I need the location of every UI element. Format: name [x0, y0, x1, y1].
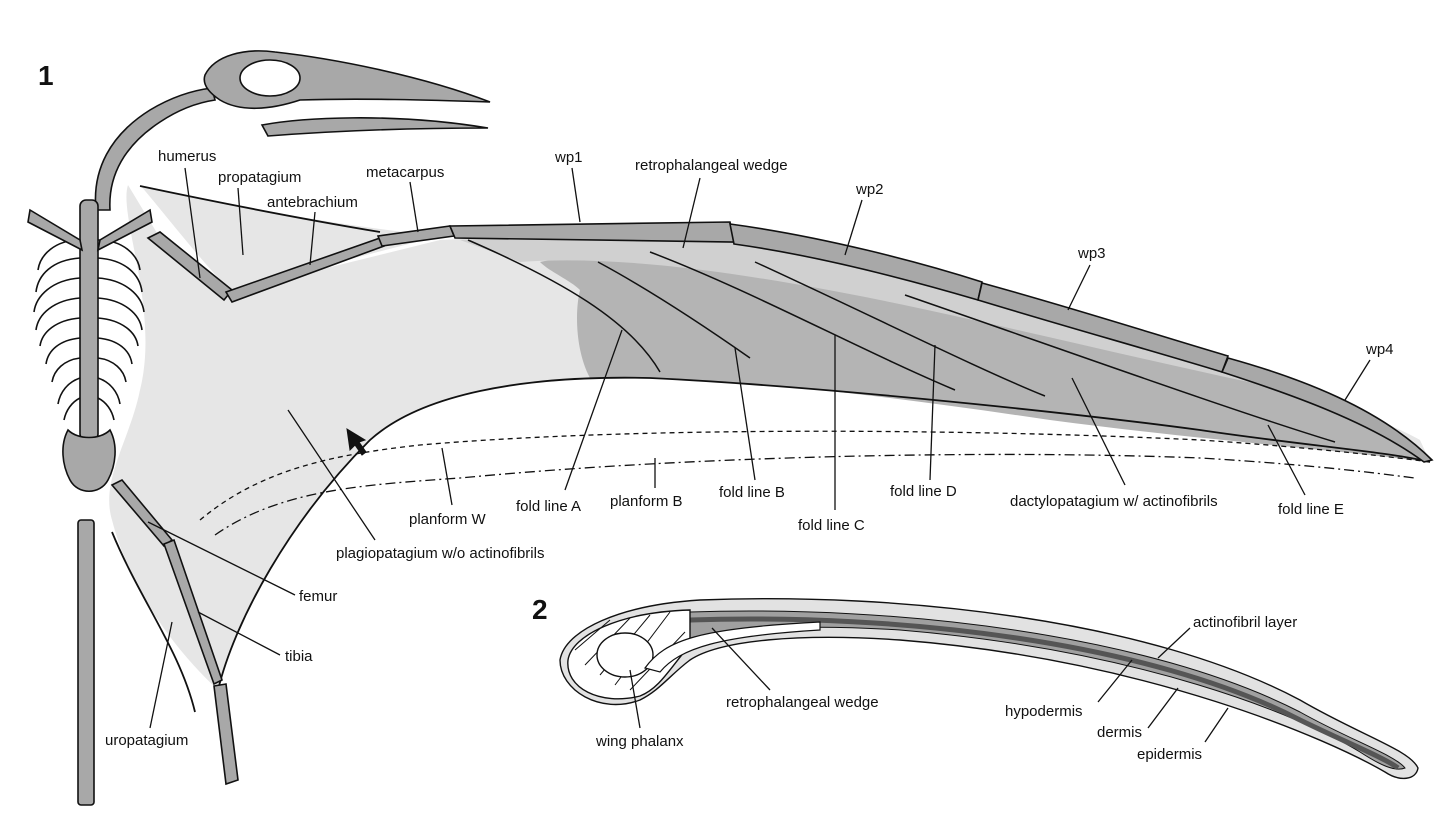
panel-1-wing-diagram: 1 humerus pr [27, 50, 1434, 806]
label-metacarpus: metacarpus [366, 164, 444, 181]
label-retrophalangeal-wedge-2: retrophalangeal wedge [726, 694, 879, 711]
label-dactylopatagium: dactylopatagium w/ actinofibrils [1010, 493, 1218, 510]
uropatagium-edge [111, 531, 196, 713]
fold-line-b [597, 261, 751, 359]
plagiopatagium-membrane [109, 185, 1430, 690]
wing-phalanx-1 [448, 221, 735, 243]
planform-w-line [199, 430, 1431, 521]
label-dermis: dermis [1097, 724, 1142, 741]
scapula-right [96, 208, 153, 252]
label-antebrachium: antebrachium [267, 194, 358, 211]
label-hypodermis: hypodermis [1005, 703, 1083, 720]
panel-2-cross-section: 2 actinofibril layer hypodermis dermis e… [532, 594, 1419, 779]
label-wp4: wp4 [1365, 341, 1394, 358]
label-pointers-panel2 [629, 627, 1229, 743]
label-fold-line-e: fold line E [1278, 501, 1344, 518]
tail [77, 519, 95, 806]
label-actinofibril-layer: actinofibril layer [1193, 614, 1297, 631]
label-fold-line-d: fold line D [890, 483, 957, 500]
label-uropatagium: uropatagium [105, 732, 188, 749]
panel-number-2: 2 [532, 594, 548, 625]
label-epidermis: epidermis [1137, 746, 1202, 763]
tibia-bone [162, 538, 223, 686]
wing-phalanx-cavity [596, 632, 654, 678]
pelvis [62, 428, 116, 493]
label-humerus: humerus [158, 148, 216, 165]
label-wp3: wp3 [1077, 245, 1106, 262]
label-propatagium: propatagium [218, 169, 301, 186]
cross-section-hypodermis [689, 616, 1400, 771]
foot-bones [213, 683, 239, 786]
label-fold-line-a: fold line A [516, 498, 581, 515]
label-planform-b: planform B [610, 493, 683, 510]
label-wp2: wp2 [855, 181, 884, 198]
label-pointers-panel1 [147, 167, 1371, 729]
fold-line-d [754, 261, 1046, 397]
panel-number-1: 1 [38, 60, 54, 91]
label-planform-w: planform W [409, 511, 487, 528]
orbit [239, 59, 301, 97]
dactylopatagium-membrane [540, 255, 1428, 462]
vertebral-column [79, 199, 99, 441]
label-fold-line-c: fold line C [798, 517, 865, 534]
cursor-arrow-icon [346, 428, 367, 456]
label-femur: femur [299, 588, 337, 605]
label-plagiopatagium: plagiopatagium w/o actinofibrils [336, 545, 544, 562]
wing-phalanx-4 [1220, 357, 1434, 463]
cross-section-retrophalangeal-wedge [644, 621, 821, 673]
fold-line-e [904, 294, 1336, 443]
propatagium-edge [139, 185, 381, 233]
fold-line-a [467, 239, 661, 373]
fold-line-c [649, 251, 956, 391]
label-fold-line-b: fold line B [719, 484, 785, 501]
scapula-left [27, 208, 84, 252]
planform-b-line [214, 453, 1416, 536]
label-wing-phalanx: wing phalanx [595, 733, 684, 750]
label-retrophalangeal-wedge-1: retrophalangeal wedge [635, 157, 788, 174]
lower-jaw [260, 117, 489, 137]
trailing-edge-outline [217, 376, 1431, 691]
label-wp1: wp1 [554, 149, 583, 166]
propatagium-membrane [140, 185, 440, 290]
label-tibia: tibia [285, 648, 313, 665]
